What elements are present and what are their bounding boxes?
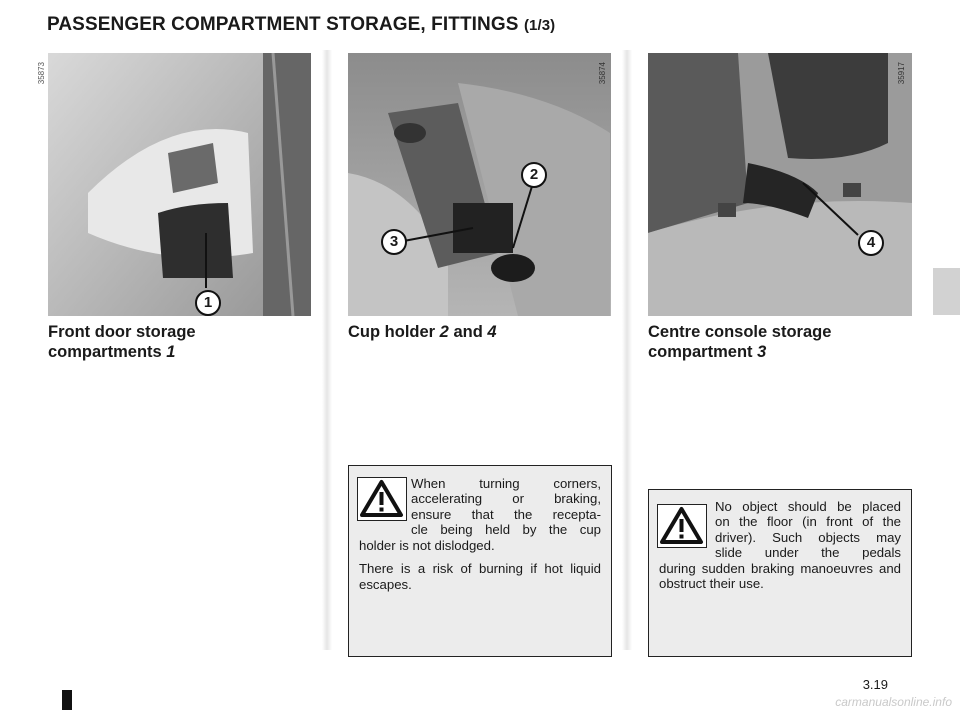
caption-console-ref: 3 [757,343,767,361]
warning-2-line2: on the floor (in front of the [715,514,901,530]
warning-1-body: holder is not dislodged. There is a risk… [359,538,601,592]
callout-3: 3 [381,229,407,255]
warning-1-line2: accelerating or braking, [411,491,601,507]
column-divider-2 [622,50,632,650]
warning-2-line1: No object should be placed [715,499,901,514]
section-tab [933,268,960,315]
page-title-part: (1/3) [523,17,556,34]
warning-2-line3: driver). Such objects may [715,529,901,545]
image-ref-35874: 35874 [598,62,607,85]
warning-triangle-icon [657,504,707,548]
cup-holder-photo [348,53,611,316]
warning-1-line4: cle being held by the cup [411,522,601,538]
warning-2-indented: No object should be placed on the floor … [715,499,901,561]
warning-2-body: during sudden braking manoeuvres and obs… [659,561,901,592]
warning-1-line1: When turning corners, [411,476,601,491]
warning-1-indented: When turning corners, accelerating or br… [411,476,601,538]
warning-1-line5: holder is not dislodged. [359,538,495,553]
callout-1: 1 [195,290,221,316]
door-storage-photo [48,53,311,316]
callout-4: 4 [858,230,884,256]
warning-2-line4: slide under the pedals [715,545,901,561]
page-number: 3.19 [862,677,888,692]
caption-cup-ref-b: 4 [487,323,497,341]
caption-console-line2: compartment [648,343,753,361]
caption-cup-line1: Cup holder [348,323,436,341]
image-ref-35873: 35873 [37,62,46,85]
warning-1-para2: There is a risk of burning if hot liquid… [359,561,601,592]
warning-2-line5: during sudden braking manoeuvres and obs… [659,561,901,592]
page-edge-mark [62,690,72,710]
caption-door-storage: Front door storage compartments 1 [48,322,196,362]
caption-door-line2: compartments [48,343,162,361]
callout-2: 2 [521,162,547,188]
warning-1-line3: ensure that the recepta- [411,506,601,522]
caption-console-line1: Centre console storage [648,323,832,341]
warning-triangle-icon [357,477,407,521]
page-title: PASSENGER COMPARTMENT STORAGE, FITTINGS … [47,14,555,36]
caption-cup-and: and [453,323,483,341]
page-title-text: PASSENGER COMPARTMENT STORAGE, FITTINGS [47,14,519,35]
caption-cup-ref-a: 2 [439,323,449,341]
column-divider-1 [322,50,332,650]
warning-box-cup-holder: When turning corners, accelerating or br… [348,465,612,657]
caption-cup-holder: Cup holder 2 and 4 [348,322,497,342]
warning-box-floor-objects: No object should be placed on the floor … [648,489,912,657]
footer-watermark: carmanualsonline.info [835,695,952,709]
caption-console-storage: Centre console storage compartment 3 [648,322,831,362]
caption-door-line1: Front door storage [48,323,196,341]
image-ref-35917: 35917 [897,62,906,85]
caption-door-ref: 1 [166,343,176,361]
console-storage-photo [648,53,912,316]
